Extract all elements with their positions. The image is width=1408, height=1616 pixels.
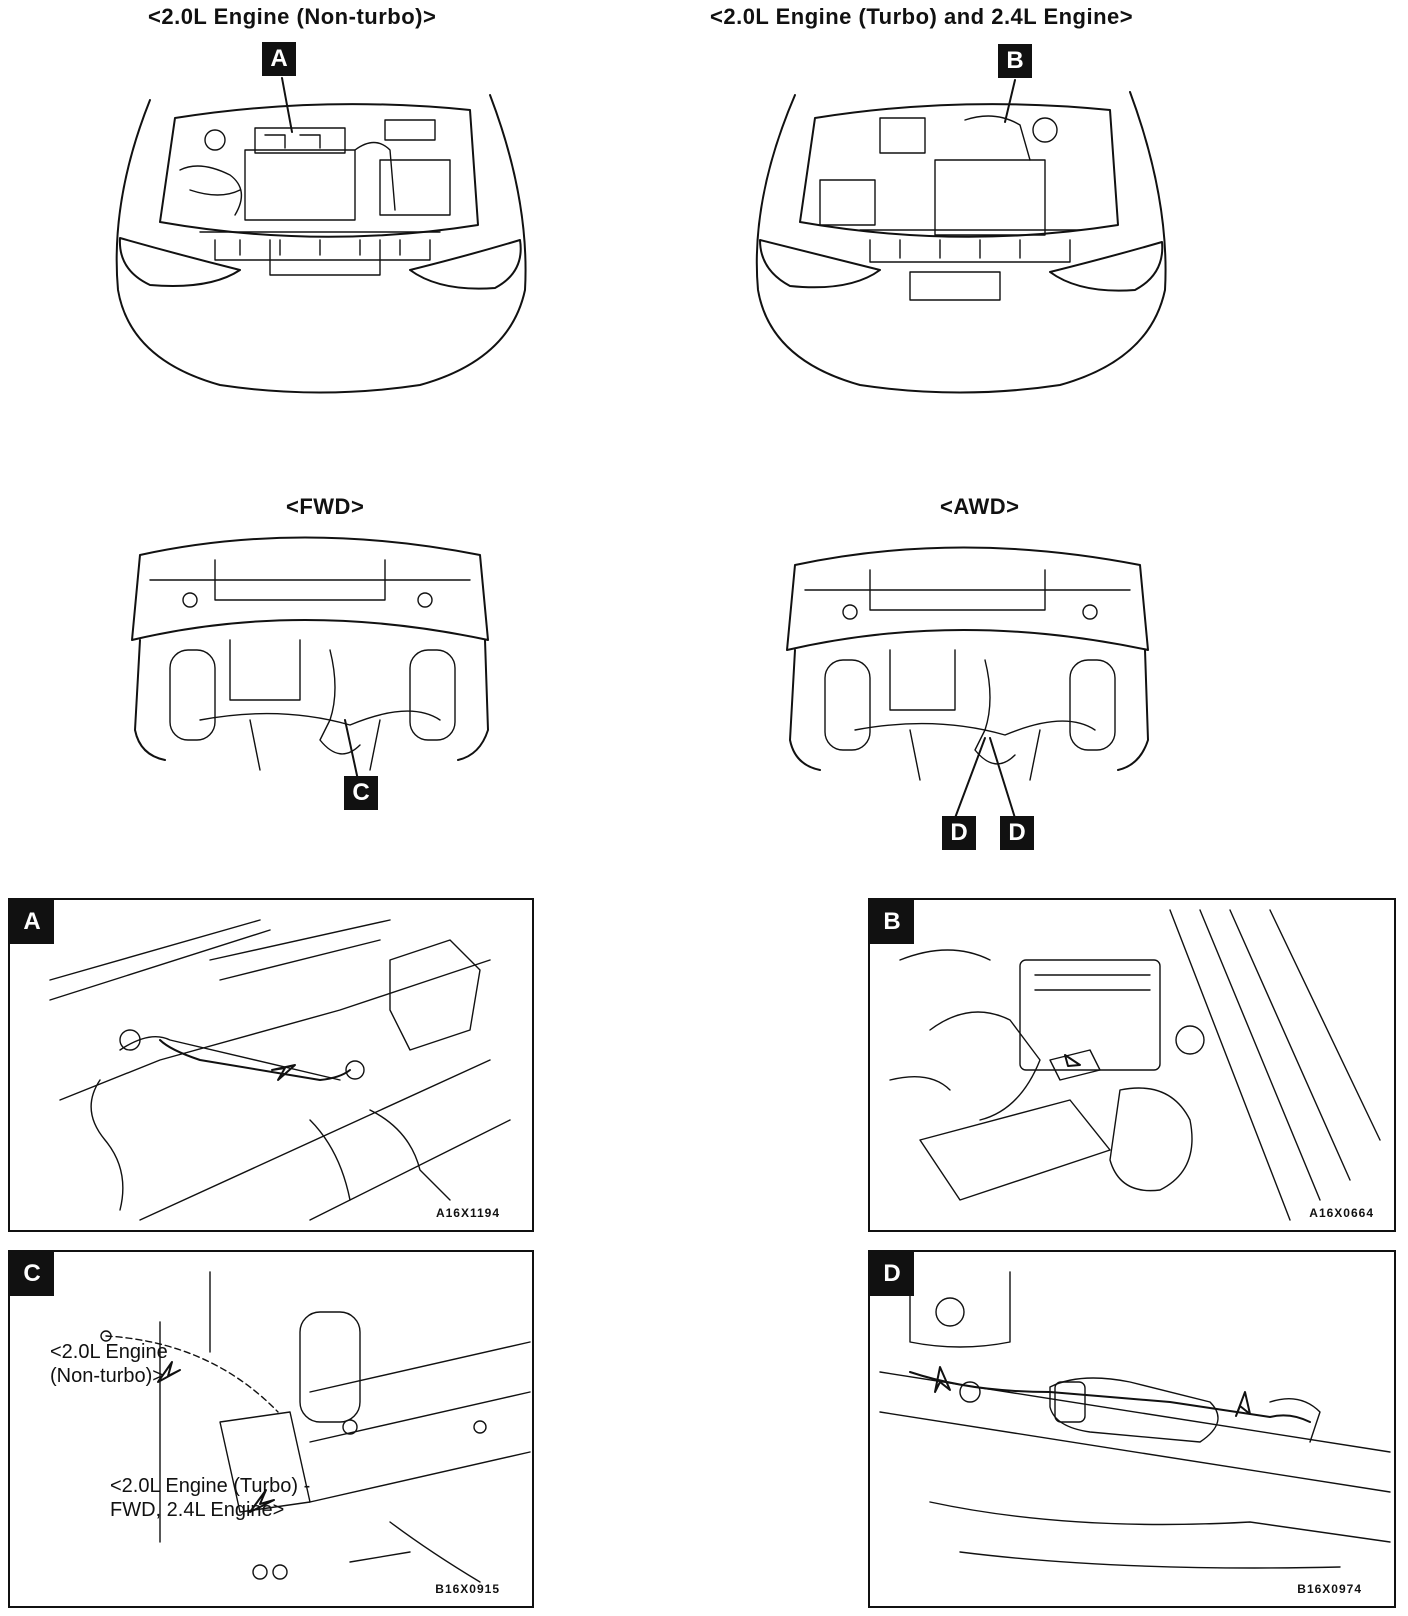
callout-turbo-line2: FWD, 2.4L Engine> — [110, 1499, 285, 1521]
car-front-nonturbo — [115, 94, 527, 394]
callout-nonturbo-line1: <2.0L Engine — [50, 1341, 168, 1363]
car-front-turbo — [755, 91, 1167, 394]
detail-panel-b: B A16X0664 — [868, 898, 1396, 1232]
detail-c-drawing — [100, 1271, 531, 1583]
panel-b-tag: B — [870, 900, 914, 944]
detail-a-drawing — [49, 919, 511, 1221]
location-tag-b: B — [998, 44, 1032, 78]
detail-d-drawing — [879, 1271, 1391, 1569]
awd-underbody — [786, 546, 1149, 781]
detail-panel-c: C <2.0L Engine (Non-turbo)> <2.0L Engine… — [8, 1250, 534, 1608]
engine-nonturbo-title: <2.0L Engine (Non-turbo)> — [148, 4, 437, 29]
detail-panel-d: D B16X0974 — [868, 1250, 1396, 1608]
location-tag-c: C — [344, 776, 378, 810]
detail-panel-a: A A16X1194 — [8, 898, 534, 1232]
location-tag-d-left: D — [942, 816, 976, 850]
callout-nonturbo-line2: (Non-turbo)> — [50, 1365, 164, 1387]
panel-d-code: B16X0974 — [1297, 1582, 1362, 1596]
fwd-title: <FWD> — [286, 494, 365, 519]
panel-d-tag: D — [870, 1252, 914, 1296]
panel-a-tag: A — [10, 900, 54, 944]
callout-turbo-line1: <2.0L Engine (Turbo) - — [110, 1475, 311, 1497]
awd-title: <AWD> — [940, 494, 1020, 519]
location-tag-d-right: D — [1000, 816, 1034, 850]
panel-c-tag: C — [10, 1252, 54, 1296]
panel-a-code: A16X1194 — [435, 1206, 500, 1220]
panel-c-code: B16X0915 — [435, 1582, 500, 1596]
engine-turbo-title: <2.0L Engine (Turbo) and 2.4L Engine> — [710, 4, 1134, 29]
panel-b-code: A16X0664 — [1309, 1206, 1374, 1220]
fwd-underbody — [131, 536, 489, 771]
detail-b-drawing — [889, 909, 1381, 1221]
location-tag-a: A — [262, 42, 296, 76]
